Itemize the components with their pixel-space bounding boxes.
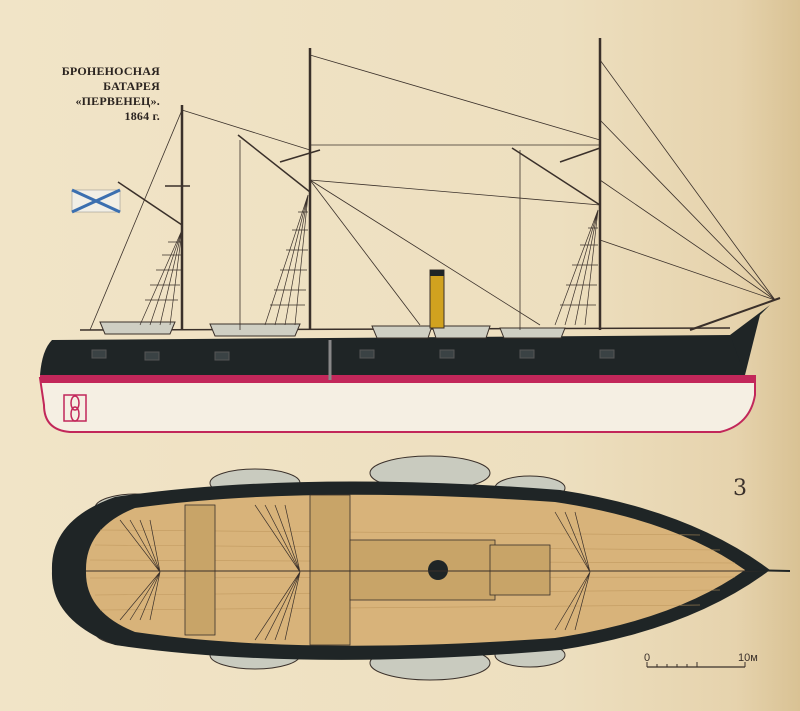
shrouds [139, 194, 599, 326]
underwater-hull [38, 377, 756, 433]
top-rigging [119, 504, 591, 641]
scale-end-label: 10м [738, 652, 758, 664]
hull-armour [40, 335, 745, 375]
bowsprit [689, 297, 781, 331]
caption-line-1: БРОНЕНОСНАЯ [61, 64, 160, 78]
caption-line-2: БАТАРЕЯ [103, 79, 160, 93]
bow [730, 305, 770, 375]
funnel-top-view [428, 560, 448, 580]
gun-ports [91, 349, 615, 361]
caption-line-4: 1864 г. [124, 109, 160, 123]
rigging [89, 54, 776, 331]
deck-houses [184, 494, 551, 646]
funnel-top [430, 270, 444, 276]
bow-stem [744, 569, 791, 572]
masts [180, 38, 602, 330]
st-andrew-flag-icon [71, 188, 121, 214]
ship-caption: БРОНЕНОСНАЯ БАТАРЕЯ «ПЕРВЕНЕЦ». 1864 г. [40, 64, 160, 124]
plate-number: 3 [733, 476, 747, 501]
caption-line-3: «ПЕРВЕНЕЦ». [75, 94, 160, 108]
side-boats [99, 321, 566, 339]
scale-start-label: 0 [644, 652, 651, 664]
propeller-icon [63, 394, 87, 422]
waterline [40, 375, 756, 383]
yards [117, 134, 601, 226]
